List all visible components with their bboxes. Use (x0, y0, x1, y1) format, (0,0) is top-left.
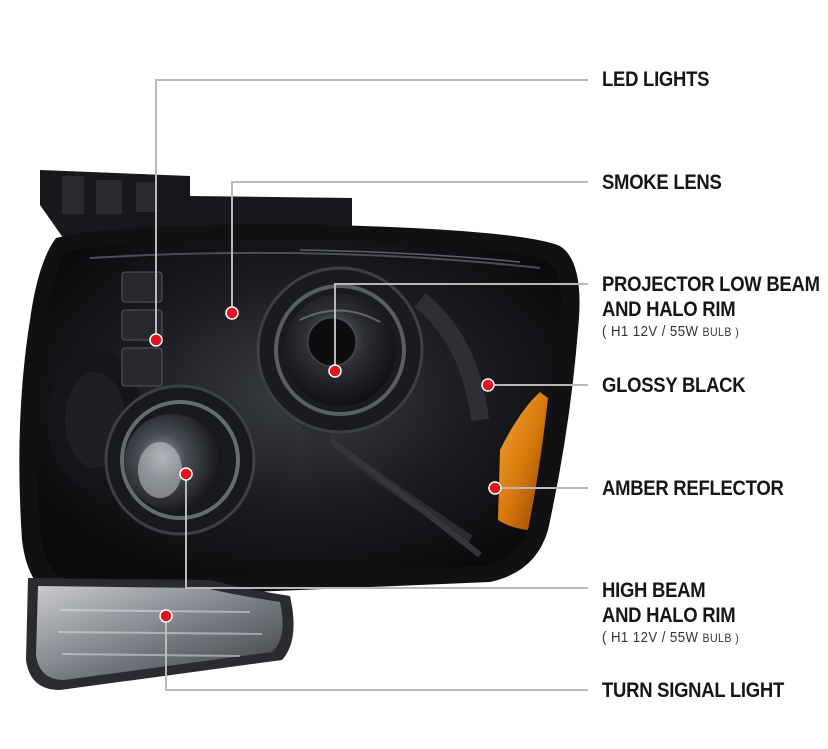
dot-amber-reflector (488, 481, 502, 495)
label-amber-reflector: AMBER REFLECTOR (602, 476, 784, 501)
amber-reflector (498, 392, 548, 530)
label-projector-line2: AND HALO RIM (602, 298, 736, 321)
label-high-beam-spec: ( H1 12V / 55W BULB ) (602, 628, 739, 648)
dot-turn-signal (159, 609, 173, 623)
label-high-beam: HIGH BEAM AND HALO RIM ( H1 12V / 55W BU… (602, 578, 739, 648)
leader-high-beam (185, 474, 588, 589)
leader-lines (155, 79, 588, 691)
label-led-lights-text: LED LIGHTS (602, 68, 710, 91)
dot-led-lights (149, 333, 163, 347)
turn-signal-lens (26, 578, 294, 690)
leader-projector (334, 283, 588, 371)
label-led-lights: LED LIGHTS (602, 67, 709, 92)
label-glossy-black-text: GLOSSY BLACK (602, 374, 746, 397)
label-amber-reflector-text: AMBER REFLECTOR (602, 477, 784, 500)
projector-spec-values: ( H1 12V / 55W (602, 323, 699, 340)
projector-low-beam (256, 266, 424, 434)
projector-spec-bulb: BULB ) (702, 325, 740, 339)
dot-high-beam (179, 467, 193, 481)
marker-dots (149, 306, 502, 623)
label-high-beam-line2: AND HALO RIM (602, 604, 736, 627)
label-high-beam-line1: HIGH BEAM (602, 579, 706, 602)
dot-projector (328, 364, 342, 378)
label-glossy-black: GLOSSY BLACK (602, 373, 746, 398)
high-beam-spec-values: ( H1 12V / 55W (602, 629, 699, 646)
high-beam (104, 384, 256, 536)
label-projector-low-beam: PROJECTOR LOW BEAM AND HALO RIM ( H1 12V… (602, 272, 820, 342)
label-projector-spec: ( H1 12V / 55W BULB ) (602, 322, 820, 342)
leader-led-lights (155, 79, 588, 340)
label-smoke-lens: SMOKE LENS (602, 170, 722, 195)
dot-smoke-lens (225, 306, 239, 320)
leader-smoke-lens (231, 181, 588, 313)
led-strip (121, 271, 163, 387)
mounting-bracket (40, 170, 352, 242)
label-projector-line1: PROJECTOR LOW BEAM (602, 273, 820, 296)
label-smoke-lens-text: SMOKE LENS (602, 171, 722, 194)
dot-glossy-black (481, 378, 495, 392)
high-beam-spec-bulb: BULB ) (702, 631, 740, 645)
label-turn-signal: TURN SIGNAL LIGHT (602, 678, 784, 703)
label-turn-signal-text: TURN SIGNAL LIGHT (602, 679, 785, 702)
leader-turn-signal (165, 616, 588, 691)
